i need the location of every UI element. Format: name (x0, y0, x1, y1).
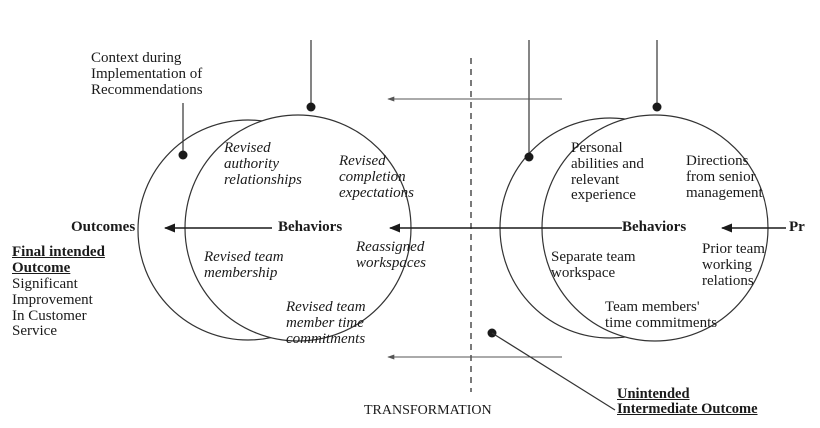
prior-relations-label: Prior team working relations (702, 241, 765, 289)
reassigned-workspaces-label: Reassigned workspaces (356, 239, 426, 271)
unintended-outcome-label: Unintended Intermediate Outcome (617, 386, 758, 418)
revised-team-membership-label: Revised team membership (204, 249, 284, 281)
left-behaviors-label: Behaviors (278, 219, 343, 235)
right-behaviors-label: Behaviors (622, 219, 687, 235)
context-dot (178, 150, 188, 160)
outcomes-label: Outcomes (71, 219, 136, 235)
right-top-dot-b (652, 102, 662, 112)
revised-completion-label: Revised completion expectations (339, 153, 414, 201)
separate-workspace-label: Separate team workspace (551, 249, 636, 281)
revised-authority-label: Revised authority relationships (224, 140, 302, 188)
unintended-connector (491, 332, 616, 411)
right-top-dot-a (524, 152, 534, 162)
pr-partial-label: Pr (789, 219, 805, 235)
directions-senior-label: Directions from senior management (686, 153, 763, 201)
personal-abilities-label: Personal abilities and relevant experien… (571, 140, 644, 204)
team-members-time-label: Team members' time commitments (605, 299, 718, 331)
context-label: Context during Implementation of Recomme… (91, 50, 203, 98)
left-context-dot (306, 102, 316, 112)
final-intended-outcome-title: Final intended Outcome (12, 244, 105, 276)
revised-time-commitments-label: Revised team member time commitments (286, 299, 366, 347)
transformation-label: TRANSFORMATION (364, 403, 492, 418)
final-intended-outcome-body: Significant Improvement In Customer Serv… (12, 276, 93, 340)
